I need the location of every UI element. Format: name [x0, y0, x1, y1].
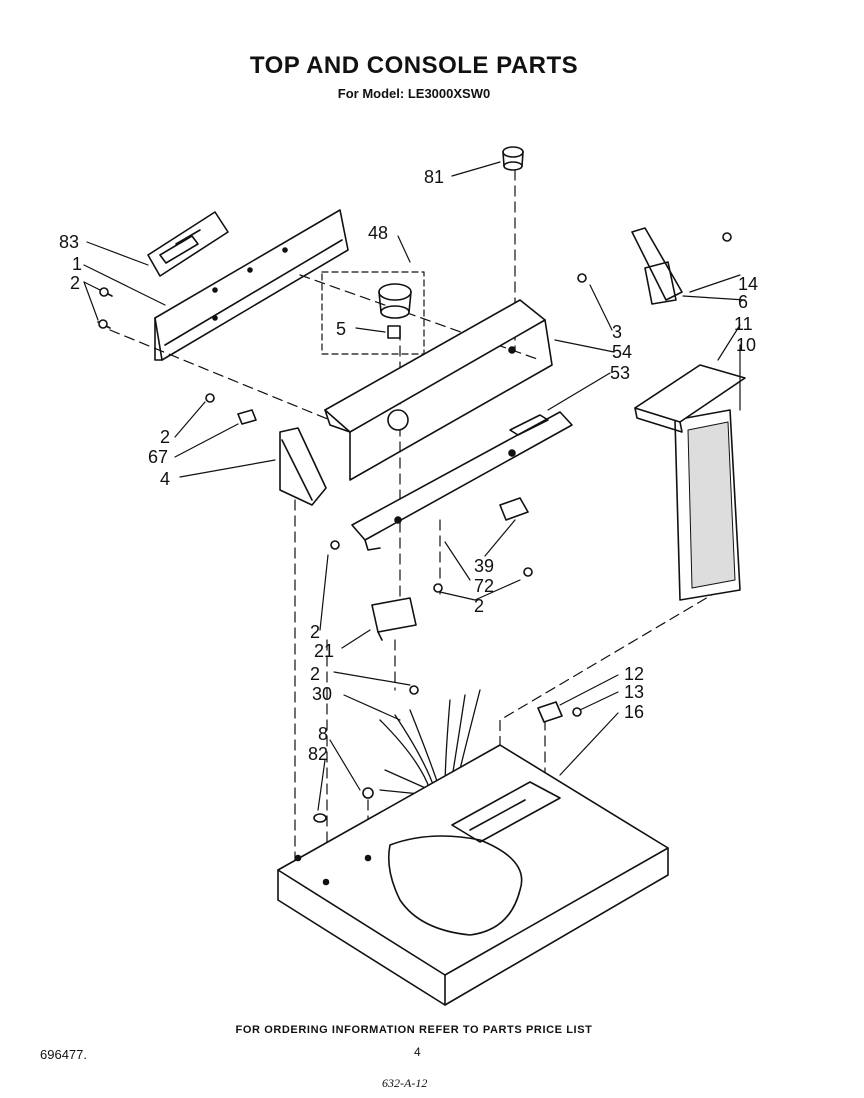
- callout-8: 8: [318, 724, 328, 744]
- page-number: 4: [414, 1045, 421, 1059]
- callout-2b: 2: [160, 427, 170, 447]
- callout-67: 67: [148, 447, 168, 467]
- callout-83: 83: [59, 232, 79, 252]
- callout-6: 6: [738, 292, 748, 312]
- callout-16: 16: [624, 702, 644, 722]
- callout-82: 82: [308, 744, 328, 764]
- callout-21: 21: [314, 641, 334, 661]
- knob-81-part: [502, 146, 524, 171]
- callout-30: 30: [312, 684, 332, 704]
- callout-39: 39: [474, 556, 494, 576]
- callout-13: 13: [624, 682, 644, 702]
- document-number: 696477.: [40, 1047, 87, 1062]
- rear-bracket-part: [154, 209, 349, 361]
- callout-4: 4: [160, 469, 170, 489]
- thermostat-part: [371, 597, 417, 641]
- callout-3: 3: [612, 322, 622, 342]
- ordering-info-footer: FOR ORDERING INFORMATION REFER TO PARTS …: [235, 1024, 593, 1036]
- top-panel-part: [277, 744, 669, 1006]
- model-subtitle: For Model: LE3000XSW0: [337, 86, 491, 101]
- callout-54: 54: [612, 342, 632, 362]
- console-panel-part: [324, 299, 553, 481]
- console-back-part: [351, 411, 573, 551]
- drawing-code: 632-A-12: [382, 1076, 428, 1090]
- vent-plate-part: [147, 211, 229, 277]
- callout-53: 53: [610, 363, 630, 383]
- callout-2e: 2: [310, 664, 320, 684]
- callout-2c: 2: [474, 596, 484, 616]
- callout-2d: 2: [310, 622, 320, 642]
- callout-5: 5: [336, 319, 346, 339]
- callout-10: 10: [736, 335, 756, 355]
- lint-cover-part: [634, 364, 746, 433]
- end-cap-right-part: [631, 227, 683, 305]
- callout-72: 72: [474, 576, 494, 596]
- callout-1: 1: [72, 254, 82, 274]
- screws-left-part: [97, 287, 113, 329]
- callout-12: 12: [624, 664, 644, 684]
- callout-48: 48: [368, 223, 388, 243]
- page-title: TOP AND CONSOLE PARTS: [249, 52, 579, 79]
- end-cap-left-part: [279, 427, 327, 506]
- lint-screen-part: [674, 409, 741, 601]
- timer-knob-part: [378, 283, 412, 339]
- callout-81: 81: [424, 167, 444, 187]
- callout-11: 11: [734, 314, 753, 334]
- callout-2: 2: [70, 273, 80, 293]
- callout-14: 14: [738, 274, 758, 294]
